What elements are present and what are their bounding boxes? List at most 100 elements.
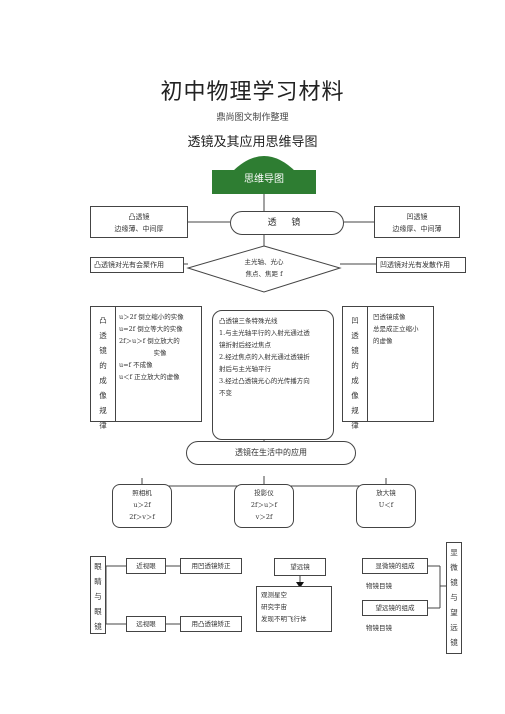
special-rays-line: 3.经过凸透镜光心的光传播方向: [219, 377, 310, 385]
telescope-structure-box: 望远镜的组成: [362, 600, 428, 616]
microscope-telescope-box: 显 微 镜 与 望 远 镜: [446, 542, 462, 654]
concave-label-char: 镜: [351, 346, 359, 355]
concave-label-char: 的: [351, 361, 359, 370]
projector-box: 投影仪 2f＞u＞f v＞2f: [234, 484, 294, 528]
concave-rule-line: 凹透镜成像: [373, 313, 406, 321]
eye-vertical-label: 眼 睛 与 眼 镜: [92, 559, 104, 634]
magnifier-box: 放大镜 U＜f: [356, 484, 416, 528]
camera-box: 照相机 u＞2f 2f＞v＞f: [112, 484, 172, 528]
applications-label: 透镜在生活中的应用: [235, 448, 307, 457]
convex-rule-line: u＜f 正立放大的虚像: [119, 373, 180, 381]
instruments-label-char: 显: [450, 548, 458, 557]
convex-effect-box: 凸透镜对光有会聚作用: [90, 257, 184, 273]
instruments-label-char: 望: [450, 608, 458, 617]
concave-rule-line: 的虚像: [373, 337, 393, 345]
camera-rule-2: 2f＞v＞f: [129, 513, 155, 521]
telescope-parts: 物镜目镜: [366, 624, 392, 632]
convex-imaging-box: 凸 透 镜 的 成 像 规 律 u＞2f 倒立缩小的实像 u=2f 倒立等大的实…: [90, 306, 202, 430]
convex-imaging-vertical-label: 凸 透 镜 的 成 像 规 律: [97, 313, 109, 433]
convex-label-char: 的: [99, 361, 107, 370]
instruments-label-char: 镜: [450, 638, 458, 647]
diamond-text: 主光轴、光心 焦点、焦距 f: [210, 256, 318, 280]
eye-label-char: 与: [94, 592, 102, 601]
diamond-line-1: 主光轴、光心: [244, 258, 284, 266]
concave-lens-title: 凹透镜: [406, 213, 428, 221]
diamond-line-2: 焦点、焦距 f: [245, 270, 283, 278]
convex-label-char: 镜: [99, 346, 107, 355]
instruments-label-char: 镜: [450, 578, 458, 587]
hyperopia-fix-box: 用凸透镜矫正: [180, 616, 242, 632]
convex-rule-line: u=f 不成像: [119, 361, 153, 369]
special-rays-line: 1.与主光轴平行的入射光通过透: [219, 329, 310, 337]
convex-rule-line: u＞2f 倒立缩小的实像: [119, 313, 184, 321]
convex-label-char: 规: [99, 406, 107, 415]
document-subtitle: 鼎尚图文制作整理: [216, 113, 289, 123]
mind-map-header: 思维导图: [244, 174, 284, 185]
magnifier-rule-1: U＜f: [378, 501, 394, 509]
telescope-uses-box: 观测星空 研究宇宙 发现不明飞行体: [256, 586, 332, 632]
special-rays-line: 射后与主光轴平行: [219, 365, 271, 373]
eye-label-char: 睛: [94, 577, 102, 586]
concave-rule-line: 总是成正立缩小: [373, 325, 419, 333]
telescope-use-line: 观测星空: [261, 591, 287, 599]
lens-center-label: 透 镜: [267, 218, 307, 228]
header-dome: [232, 156, 296, 172]
instruments-label-char: 微: [450, 563, 458, 572]
instruments-vertical-label: 显 微 镜 与 望 远 镜: [448, 545, 460, 650]
concave-lens-desc: 边缘厚、中间薄: [392, 225, 442, 233]
convex-label-char: 律: [99, 421, 107, 430]
mind-map-title: 透镜及其应用思维导图: [187, 135, 318, 150]
convex-rule-line: 2f＞u＞f 倒立放大的: [119, 337, 180, 345]
convex-rule-line: u=2f 倒立等大的实像: [119, 325, 183, 333]
camera-rule-1: u＞2f: [133, 501, 151, 509]
convex-label-char: 凸: [99, 316, 107, 325]
convex-label-char: 透: [99, 331, 107, 340]
convex-lens-desc: 边缘薄、中间厚: [114, 225, 164, 233]
special-rays-line: 2.经过焦点的入射光通过透镜折: [219, 353, 310, 361]
concave-effect-box: 凹透镜对光有发散作用: [376, 257, 466, 273]
eye-label-char: 眼: [94, 562, 102, 571]
concave-imaging-vertical-label: 凹 透 镜 的 成 像 规 律: [349, 313, 361, 433]
concave-label-char: 律: [351, 421, 359, 430]
instruments-label-char: 与: [450, 593, 458, 602]
convex-lens-box: 凸透镜 边缘薄、中间厚: [90, 206, 188, 238]
convex-label-char: 像: [99, 391, 107, 400]
convex-lens-title: 凸透镜: [128, 213, 150, 221]
camera-name: 照相机: [132, 489, 152, 497]
applications-node: 透镜在生活中的应用: [186, 441, 356, 465]
concave-imaging-label-column: 凹 透 镜 的 成 像 规 律: [343, 307, 368, 430]
microscope-parts: 物镜目镜: [366, 582, 392, 590]
eye-glasses-box: 眼 睛 与 眼 镜: [90, 556, 106, 634]
myopia-box: 近视眼: [126, 558, 166, 574]
eye-label-char: 眼: [94, 607, 102, 616]
concave-label-char: 成: [351, 376, 359, 385]
lens-center-node: 透 镜: [230, 211, 344, 235]
diamond-shape: [186, 245, 342, 293]
projector-rule-2: v＞2f: [255, 513, 273, 521]
convex-imaging-label-column: 凸 透 镜 的 成 像 规 律: [91, 307, 116, 430]
header-bar: [212, 170, 316, 194]
convex-label-char: 成: [99, 376, 107, 385]
magnifier-name: 放大镜: [376, 489, 396, 497]
telescope-use-line: 发现不明飞行体: [261, 615, 307, 623]
special-rays-line: 凸透镜三条特殊光线: [219, 317, 278, 325]
projector-rule-1: 2f＞u＞f: [250, 501, 278, 509]
concave-label-char: 透: [351, 331, 359, 340]
concave-imaging-rules: 凹透镜成像 总是成正立缩小 的虚像: [373, 311, 433, 347]
special-rays-line: 镜折射后经过焦点: [219, 341, 271, 349]
telescope-use-line: 研究宇宙: [261, 603, 287, 611]
myopia-fix-box: 用凹透镜矫正: [180, 558, 242, 574]
concave-label-char: 像: [351, 391, 359, 400]
eye-label-char: 镜: [94, 622, 102, 631]
hyperopia-box: 远视眼: [126, 616, 166, 632]
concave-label-char: 规: [351, 406, 359, 415]
special-rays-line: 不变: [219, 389, 232, 397]
concave-lens-box: 凹透镜 边缘厚、中间薄: [374, 206, 460, 238]
telescope-box: 望远镜: [274, 558, 326, 576]
projector-name: 投影仪: [254, 489, 274, 497]
special-rays-box: 凸透镜三条特殊光线 1.与主光轴平行的入射光通过透 镜折射后经过焦点 2.经过焦…: [212, 310, 334, 440]
microscope-box: 显微镜的组成: [362, 558, 428, 574]
concave-imaging-box: 凹 透 镜 的 成 像 规 律 凹透镜成像 总是成正立缩小 的虚像: [342, 306, 434, 430]
document-title: 初中物理学习材料: [160, 80, 345, 105]
